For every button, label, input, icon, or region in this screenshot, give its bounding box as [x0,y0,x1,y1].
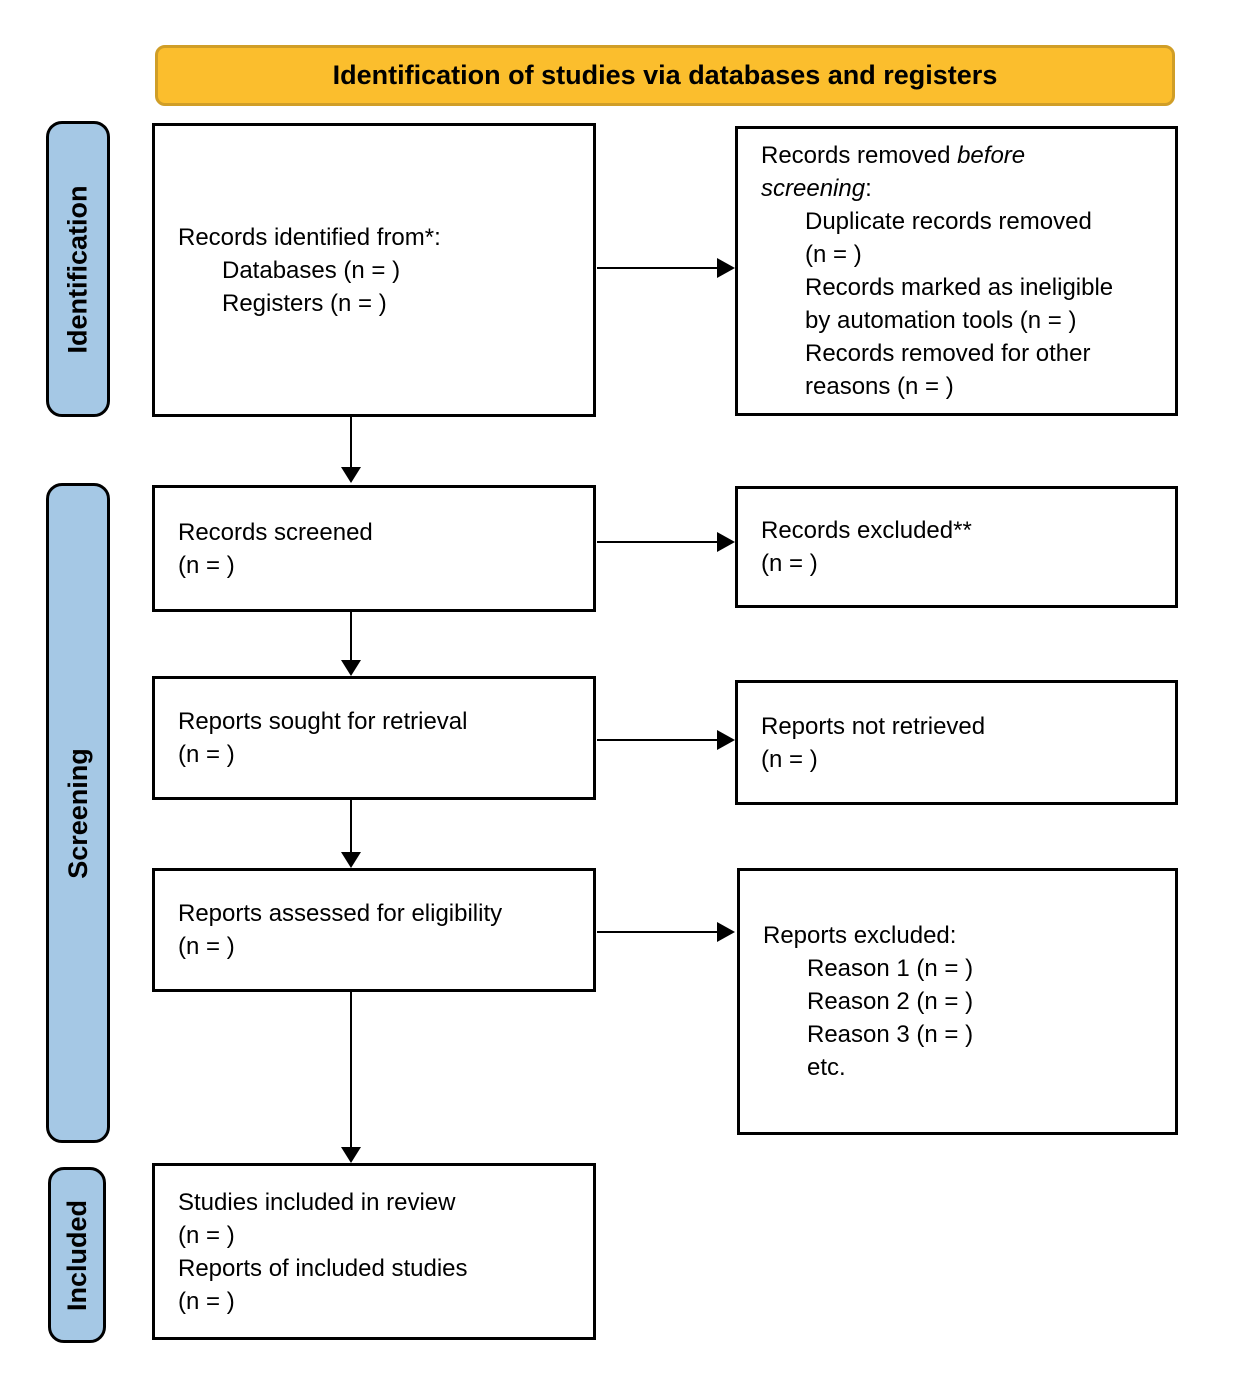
arrow-down-identified-to-screened-icon [341,417,361,483]
text-line: reasons (n = ) [805,373,954,400]
arrow-right-sought-to-not-retrieved-icon [597,730,735,750]
box-reports-assessed: Reports assessed for eligibility (n = ) [152,868,596,992]
box-reports-sought: Reports sought for retrieval (n = ) [152,676,596,800]
stage-bar-included: Included [48,1167,106,1343]
arrow-right-identified-to-removed-icon [597,258,735,278]
text-line: Records identified from*: [178,223,441,251]
stage-bar-screening-label: Screening [62,747,93,879]
text-line: (n = ) [761,550,818,577]
box-records-excluded: Records excluded** (n = ) [735,486,1178,608]
arrow-down-sought-to-assessed-icon [341,800,361,868]
text-line: (n = ) [178,1287,235,1315]
text-segment: Records removed [761,142,958,169]
box-records-identified: Records identified from*: Databases (n =… [152,123,596,417]
arrow-right-screened-to-excluded-icon [597,532,735,552]
box-studies-included: Studies included in review (n = ) Report… [152,1163,596,1340]
text-segment: : [865,175,872,202]
text-line: Records removed before screening: [761,139,1161,205]
text-line: Reports not retrieved [761,712,986,740]
banner: Identification of studies via databases … [155,45,1175,106]
text-line: (n = ) [805,241,862,268]
stage-bar-identification: Identification [46,121,110,417]
text-line: (n = ) [761,745,818,773]
arrow-down-assessed-to-included-icon [341,992,361,1163]
text-line: Reports excluded: [763,922,957,949]
stage-bar-identification-label: Identification [62,185,93,353]
text-line: (n = ) [178,1221,235,1249]
text-line: Reports sought for retrieval [178,708,468,735]
box-reports-not-retrieved: Reports not retrieved (n = ) [735,680,1178,805]
text-line: by automation tools (n = ) [805,307,1077,334]
text-line: (n = ) [178,741,235,768]
text-line: etc. [807,1054,846,1081]
text-line: Databases (n = ) [222,256,401,284]
text-segment-italic: screening [761,175,866,202]
box-records-screened: Records screened (n = ) [152,485,596,612]
box-reports-excluded: Reports excluded: Reason 1 (n = ) Reason… [737,868,1178,1135]
text-line: Reason 3 (n = ) [807,1021,974,1048]
text-line: Studies included in review [178,1188,456,1216]
text-line: (n = ) [178,551,235,579]
text-line: Records excluded** [761,517,972,544]
stage-bar-included-label: Included [61,1199,92,1311]
text-line: Reports assessed for eligibility [178,900,503,927]
text-line: Reason 2 (n = ) [807,988,974,1015]
text-line: Records marked as ineligible [805,274,1114,301]
text-line: Reason 1 (n = ) [807,955,974,982]
text-line: Registers (n = ) [222,289,387,317]
text-line: Records screened [178,518,373,546]
banner-title: Identification of studies via databases … [332,60,998,90]
text-line: Duplicate records removed [805,208,1092,235]
text-segment-italic: before [957,142,1026,169]
text-line: (n = ) [178,933,235,960]
box-records-removed: Records removed before screening: Duplica… [735,126,1178,416]
stage-bar-screening: Screening [46,483,110,1143]
text-line: Reports of included studies [178,1254,468,1282]
arrow-down-screened-to-sought-icon [341,612,361,676]
text-line: Records removed for other [805,340,1091,367]
arrow-right-assessed-to-reports-excluded-icon [597,922,735,942]
